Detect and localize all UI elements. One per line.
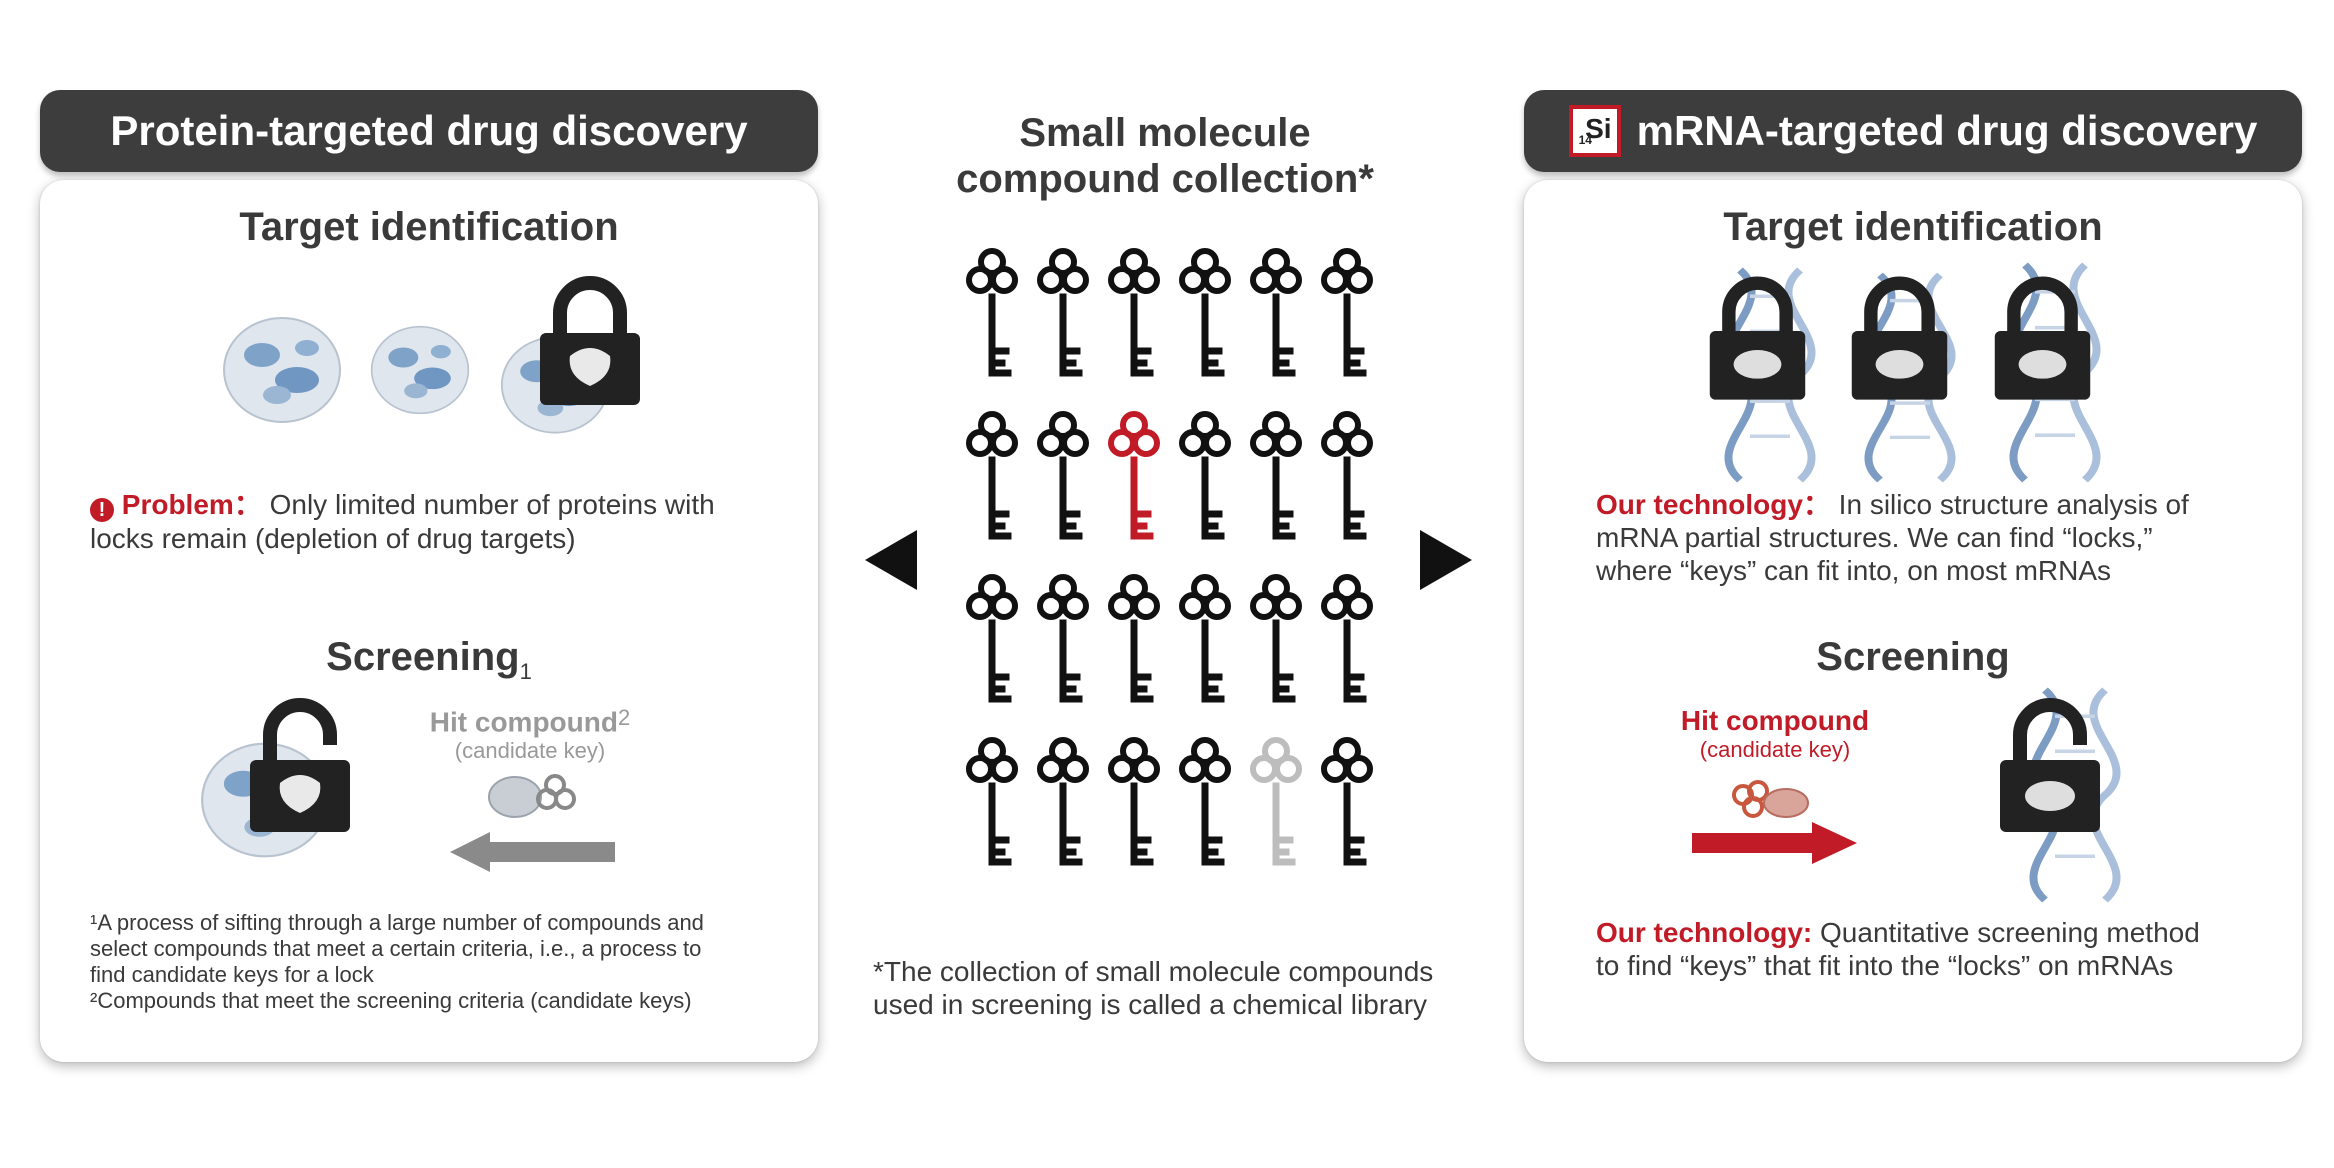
si-logo-symbol: Si <box>1585 113 1612 144</box>
left-hit-compound-label: Hit compound2 (candidate key) <box>410 705 650 764</box>
si-logo: 14 Si <box>1568 105 1621 157</box>
mrna-lock-2-icon <box>1851 276 1948 400</box>
tech-text-2-line-1: Quantitative screening method <box>1812 917 2200 948</box>
footnote-1-line-1: ¹A process of sifting through a large nu… <box>90 910 704 935</box>
key-icon <box>1253 251 1299 376</box>
left-target-heading: Target identification <box>239 205 619 249</box>
left-screening-heading: Screening1 <box>40 635 818 685</box>
footnote-1-line-2: select compounds that meet a certain cri… <box>90 936 702 961</box>
problem-label: Problem： <box>121 489 262 520</box>
right-hit-compound-label: Hit compound (candidate key) <box>1660 705 1890 763</box>
key-icon <box>1040 414 1086 539</box>
left-panel-header: Protein-targeted drug discovery <box>40 90 818 172</box>
key-icon <box>969 251 1015 376</box>
tech-text-1-line-1: In silico structure analysis of <box>1830 489 2189 520</box>
lock-open-icon <box>250 698 350 832</box>
protein-structure-1 <box>223 317 341 423</box>
right-hit-label: Hit compound <box>1680 705 1870 736</box>
key-icon <box>1040 577 1086 702</box>
hit-footnote-marker: 2 <box>617 705 631 730</box>
left-panel-title: Protein-targeted drug discovery <box>110 107 748 154</box>
footnote-1-line-3: find candidate keys for a lock <box>90 962 374 987</box>
left-screening-arrow <box>450 832 615 872</box>
tech-label-2: Our technology: <box>1596 917 1813 948</box>
key-icon <box>969 414 1015 539</box>
right-screening-heading: Screening <box>1816 635 2010 679</box>
right-pointer-arrow-icon <box>1420 530 1472 590</box>
left-footnotes: ¹A process of sifting through a large nu… <box>90 910 810 1014</box>
right-panel <box>1524 180 2302 1062</box>
key-icon <box>1253 414 1299 539</box>
key-icon <box>1111 740 1157 865</box>
key-icon <box>1111 251 1157 376</box>
key-icon <box>1324 251 1370 376</box>
lock-closed-icon <box>540 276 640 405</box>
left-hit-label: Hit compound <box>429 706 618 738</box>
center-title-line-1: Small molecule <box>1019 111 1311 155</box>
left-hit-sub: (candidate key) <box>454 738 606 764</box>
right-technology-text-1: Our technology： In silico structure anal… <box>1596 488 2276 587</box>
problem-icon: ! <box>90 498 114 522</box>
left-screening-title: Screening <box>326 635 520 679</box>
right-candidate-key-molecule <box>1732 780 1809 818</box>
key-icon <box>1182 740 1228 865</box>
key-icon <box>1182 577 1228 702</box>
footnote-2: ²Compounds that meet the screening crite… <box>90 988 692 1013</box>
si-logo-number: 14 <box>1578 133 1592 147</box>
problem-text-line-1: Only limited number of proteins with <box>261 489 715 520</box>
right-panel-header: 14 Si mRNA-targeted drug discovery <box>1524 90 2302 172</box>
tech-label-1: Our technology： <box>1596 489 1831 520</box>
key-icon <box>1182 251 1228 376</box>
key-icon <box>1324 577 1370 702</box>
right-hit-sub: (candidate key) <box>1699 737 1851 762</box>
key-icon <box>1111 577 1157 702</box>
center-footnote: *The collection of small molecule compou… <box>873 955 1493 1021</box>
key-icon <box>1040 251 1086 376</box>
right-target-heading: Target identification <box>1723 205 2103 249</box>
center-footnote-line-2: used in screening is called a chemical l… <box>873 989 1428 1020</box>
center-title: Small molecule compound collection* <box>905 110 1425 202</box>
tech-text-1-line-3: where “keys” can fit into, on most mRNAs <box>1596 555 2112 586</box>
candidate-key-molecule <box>488 774 576 818</box>
key-icon <box>969 577 1015 702</box>
tech-text-2-line-2: to find “keys” that fit into the “locks”… <box>1596 950 2174 981</box>
tech-text-1-line-2: mRNA partial structures. We can find “lo… <box>1596 522 2153 553</box>
right-technology-text-2: Our technology: Quantitative screening m… <box>1596 916 2276 982</box>
protein-structure-2 <box>370 325 470 415</box>
center-footnote-line-1: *The collection of small molecule compou… <box>873 956 1434 987</box>
key-icon <box>1324 740 1370 865</box>
right-panel-title: mRNA-targeted drug discovery <box>1636 107 2258 154</box>
problem-text-line-2: locks remain (depletion of drug targets) <box>90 523 576 554</box>
mrna-lock-3-icon <box>1994 276 2091 400</box>
left-problem-text: ! Problem： Only limited number of protei… <box>90 488 790 555</box>
key-icon <box>1040 740 1086 865</box>
left-pointer-arrow-icon <box>865 530 917 590</box>
key-icon-highlighted <box>1111 414 1157 539</box>
key-icon <box>1253 740 1299 865</box>
key-icon <box>969 740 1015 865</box>
key-icon <box>1324 414 1370 539</box>
center-title-line-2: compound collection* <box>956 157 1374 201</box>
screening-footnote-marker: 1 <box>519 659 532 684</box>
compound-key-grid <box>955 230 1375 870</box>
key-icon <box>1253 577 1299 702</box>
mrna-lock-open-icon <box>2000 698 2100 832</box>
right-screening-arrow <box>1692 822 1857 864</box>
mrna-lock-1-icon <box>1709 276 1806 400</box>
key-icon <box>1182 414 1228 539</box>
